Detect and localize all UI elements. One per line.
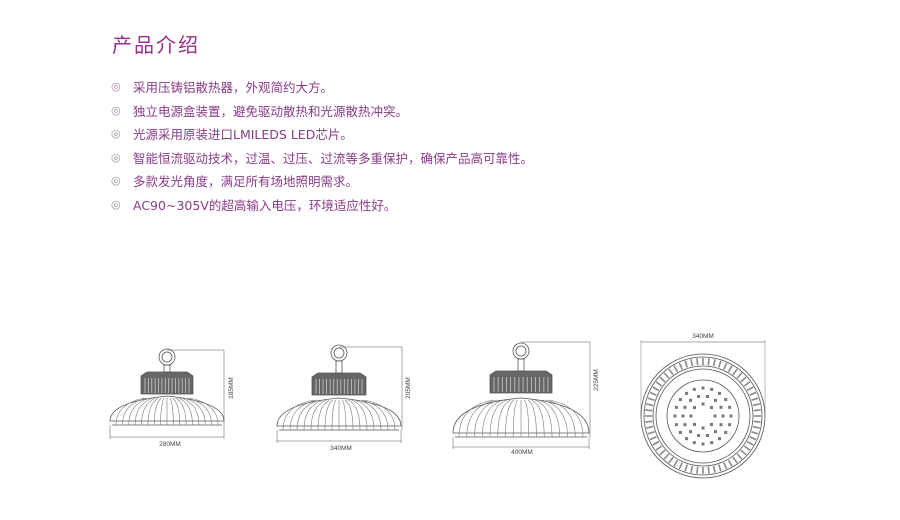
double-circle-icon: ◎ (111, 127, 121, 141)
list-item: ◎ 智能恒流驱动技术，过温、过压、过流等多重保护，确保产品高可靠性。 (111, 146, 533, 170)
list-item: ◎ 采用压铸铝散热器，外观简约大方。 (111, 75, 533, 99)
double-circle-icon: ◎ (111, 174, 121, 188)
double-circle-icon: ◎ (111, 197, 121, 211)
double-circle-icon: ◎ (111, 103, 121, 117)
lamp3-width-label: 400MM (511, 449, 533, 456)
lamp-side-view-3 (452, 341, 591, 449)
lamp3-height-label: 225MM (593, 369, 600, 391)
feature-text: 多款发光角度，满足所有场地照明需求。 (133, 174, 359, 190)
list-item: ◎ AC90~305V的超高输入电压，环境适应性好。 (111, 193, 533, 217)
double-circle-icon: ◎ (111, 150, 121, 164)
feature-list: ◎ 采用压铸铝散热器，外观简约大方。 ◎ 独立电源盒装置，避免驱动散热和光源散热冲突… (111, 75, 533, 216)
lamp-side-view-1 (109, 348, 225, 439)
feature-text: 智能恒流驱动技术，过温、过压、过流等多重保护，确保产品高可靠性。 (133, 150, 534, 166)
double-circle-icon: ◎ (111, 80, 121, 94)
feature-text: 独立电源盒装置，避免驱动散热和光源散热冲突。 (133, 103, 409, 119)
lamp2-width-label: 340MM (330, 445, 352, 452)
lamp1-height-label: 185MM (228, 377, 235, 399)
lamp2-height-label: 205MM (405, 377, 412, 399)
feature-text: AC90~305V的超高输入电压，环境适应性好。 (133, 197, 397, 213)
lamp-side-view-2 (276, 344, 403, 443)
list-item: ◎ 独立电源盒装置，避免驱动散热和光源散热冲突。 (111, 99, 533, 123)
topview-width-label: 340MM (692, 333, 714, 340)
lamp-top-view (640, 340, 766, 479)
page-title: 产品介绍 (112, 33, 200, 57)
list-item: ◎ 光源采用原装进口LMILEDS LED芯片。 (111, 122, 533, 146)
feature-text: 采用压铸铝散热器，外观简约大方。 (133, 80, 334, 96)
list-item: ◎ 多款发光角度，满足所有场地照明需求。 (111, 169, 533, 193)
lamp1-width-label: 280MM (159, 441, 181, 448)
feature-text: 光源采用原装进口LMILEDS LED芯片。 (133, 127, 353, 143)
